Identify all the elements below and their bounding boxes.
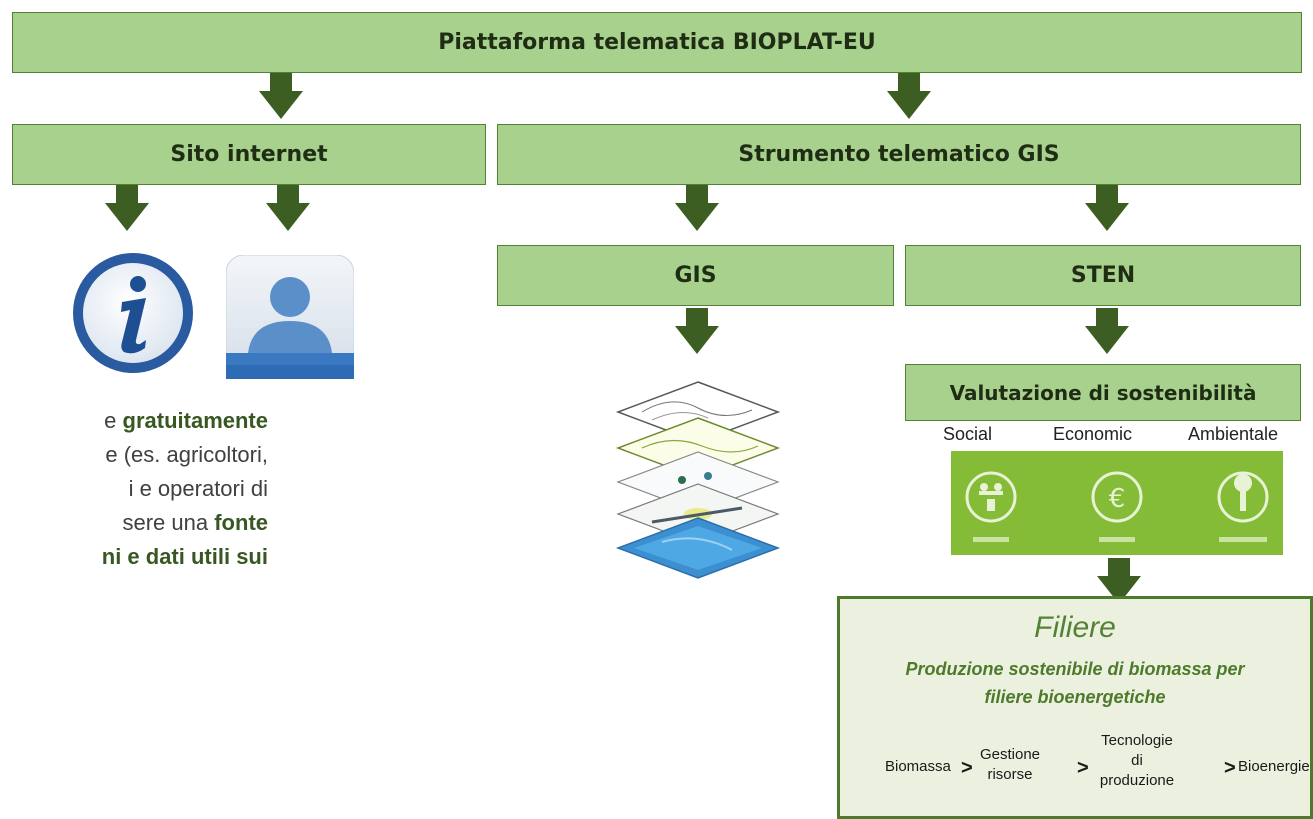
filiere-subtitle-line: filiere bioenergetiche	[984, 687, 1166, 707]
gis-label: GIS	[674, 263, 717, 288]
paragraph-line: i e operatori di	[128, 476, 268, 501]
arrow-down-icon	[105, 185, 149, 231]
paragraph-line: e (es. agricoltori,	[105, 442, 268, 467]
gis-layers-icon	[612, 372, 784, 598]
step-separator: >	[961, 757, 973, 779]
sito-internet-label: Sito internet	[170, 142, 328, 167]
arrow-down-icon	[266, 185, 310, 231]
paragraph-line: e gratuitamente	[104, 408, 268, 433]
pillar-economic-label: Economic	[1053, 424, 1133, 444]
pillar-social-label: Social	[943, 424, 993, 444]
arrow-down-icon	[1085, 185, 1129, 231]
step-bioenergie: Bioenergie	[1238, 758, 1310, 775]
step-separator: >	[1224, 757, 1236, 779]
filiere-subtitle-line: Produzione sostenibile di biomassa per	[905, 659, 1245, 679]
arrow-down-icon	[1097, 558, 1141, 604]
info-icon	[58, 248, 208, 378]
filiere-box: Filiere Produzione sostenibile di biomas…	[837, 596, 1313, 819]
sito-internet-box: Sito internet	[12, 124, 486, 185]
strumento-gis-box: Strumento telematico GIS	[497, 124, 1301, 185]
arrow-down-icon	[259, 73, 303, 119]
step-tecnologie-produzione: Tecnologie di produzione	[1099, 732, 1175, 789]
arrow-down-icon	[675, 185, 719, 231]
gis-box: GIS	[497, 245, 894, 306]
arrow-down-icon	[887, 73, 931, 119]
filiere-subtitle: Produzione sostenibile di biomassa per f…	[860, 655, 1290, 711]
svg-text:€: €	[1109, 484, 1126, 514]
top-box: Piattaforma telematica BIOPLAT-EU	[12, 12, 1302, 73]
paragraph-line: ni e dati utili sui	[101, 544, 268, 569]
pillar-environmental-label: Ambientale	[1188, 424, 1279, 444]
sustainability-pillars-icon: €	[951, 451, 1283, 555]
step-biomassa: Biomassa	[885, 758, 951, 775]
paragraph-line: sere una fonte	[122, 510, 269, 535]
step-separator: >	[1077, 757, 1089, 779]
strumento-gis-label: Strumento telematico GIS	[738, 142, 1060, 167]
arrow-down-icon	[1085, 308, 1129, 354]
sten-box: STEN	[905, 245, 1301, 306]
filiere-title: Filiere	[1034, 611, 1116, 644]
user-profile-icon	[225, 254, 355, 380]
valutazione-box: Valutazione di sostenibilità	[905, 364, 1301, 421]
valutazione-label: Valutazione di sostenibilità	[949, 380, 1257, 405]
top-title: Piattaforma telematica BIOPLAT-EU	[438, 30, 876, 55]
sten-label: STEN	[1070, 263, 1136, 288]
arrow-down-icon	[675, 308, 719, 354]
description-paragraph: e gratuitamente e (es. agricoltori, i e …	[0, 404, 268, 574]
step-gestione-risorse: Gestione risorse	[979, 746, 1041, 783]
